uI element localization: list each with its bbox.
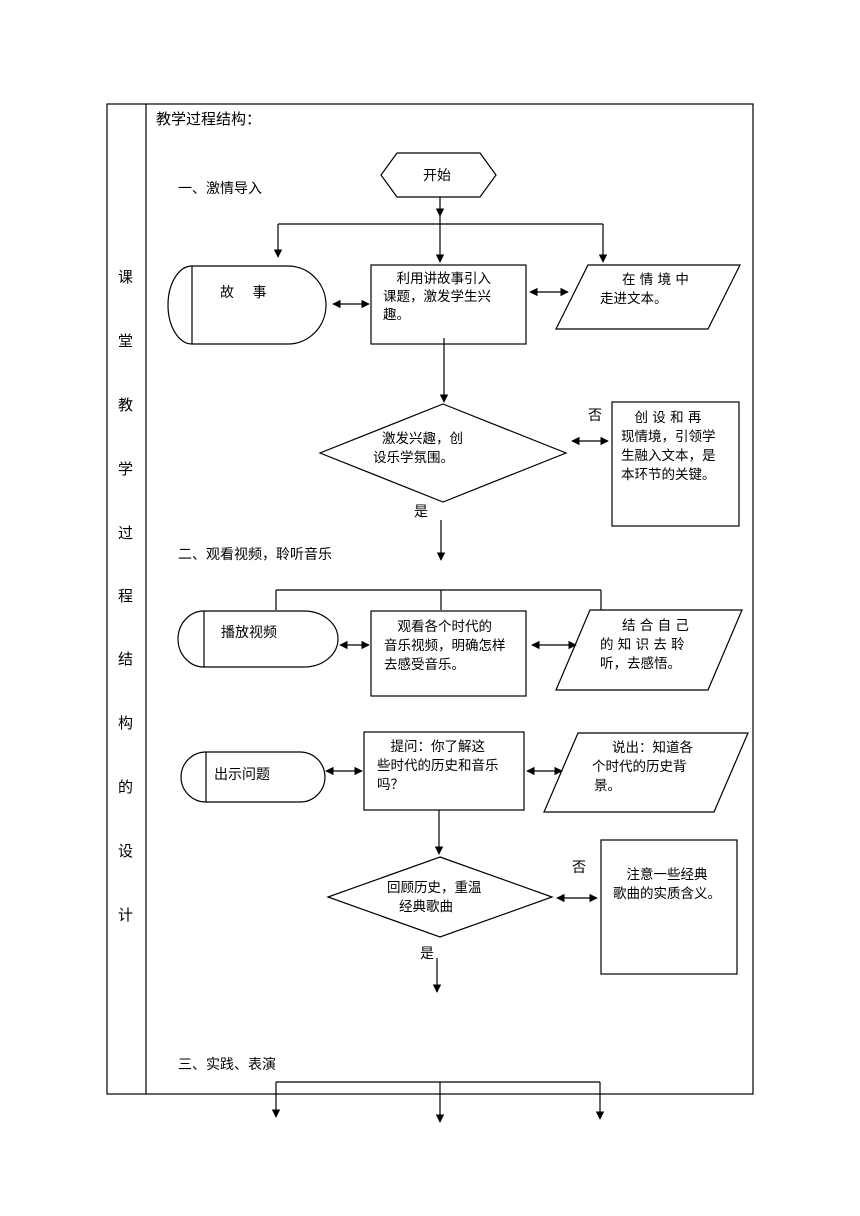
tell-parallelogram	[543, 732, 749, 813]
decision1-no-label: 否	[588, 408, 602, 424]
combine-parallelogram	[555, 609, 743, 691]
ask-box	[363, 731, 525, 811]
side-char: 设	[118, 842, 134, 860]
decision2-diamond	[326, 856, 554, 938]
side-char: 教	[118, 396, 134, 414]
decision2-no-label: 否	[572, 860, 586, 876]
section-2-title: 二、观看视频，聆听音乐	[178, 547, 332, 563]
side-char: 程	[118, 587, 134, 605]
video-shape	[177, 610, 339, 668]
decision1-diamond	[318, 403, 568, 503]
start-label: 开始	[423, 168, 451, 184]
section-3-title: 三、实践、表演	[178, 1057, 276, 1073]
intro-box	[370, 264, 527, 345]
recreate-box	[611, 401, 740, 527]
context-parallelogram	[555, 264, 741, 330]
side-char: 构	[118, 714, 134, 732]
side-char: 过	[118, 524, 134, 542]
story-shape	[167, 265, 327, 345]
table-border	[106, 103, 754, 1095]
decision1-yes-label: 是	[414, 504, 428, 520]
start-terminal	[380, 152, 497, 198]
question-shape	[180, 751, 326, 803]
decision2-yes-label: 是	[420, 946, 434, 962]
watch-box	[370, 610, 527, 697]
side-char: 结	[118, 650, 134, 668]
side-char: 课	[118, 268, 134, 286]
video-label: 播放视频	[221, 625, 277, 641]
story-label: 故 事	[220, 285, 267, 301]
question-label: 出示问题	[214, 767, 270, 783]
side-char: 堂	[118, 332, 134, 350]
note-box	[600, 839, 738, 975]
section-1-title: 一、激情导入	[178, 181, 262, 197]
side-char: 学	[118, 460, 134, 478]
side-char: 的	[118, 778, 134, 796]
page-heading: 教学过程结构：	[156, 110, 262, 128]
side-char: 计	[118, 906, 134, 924]
